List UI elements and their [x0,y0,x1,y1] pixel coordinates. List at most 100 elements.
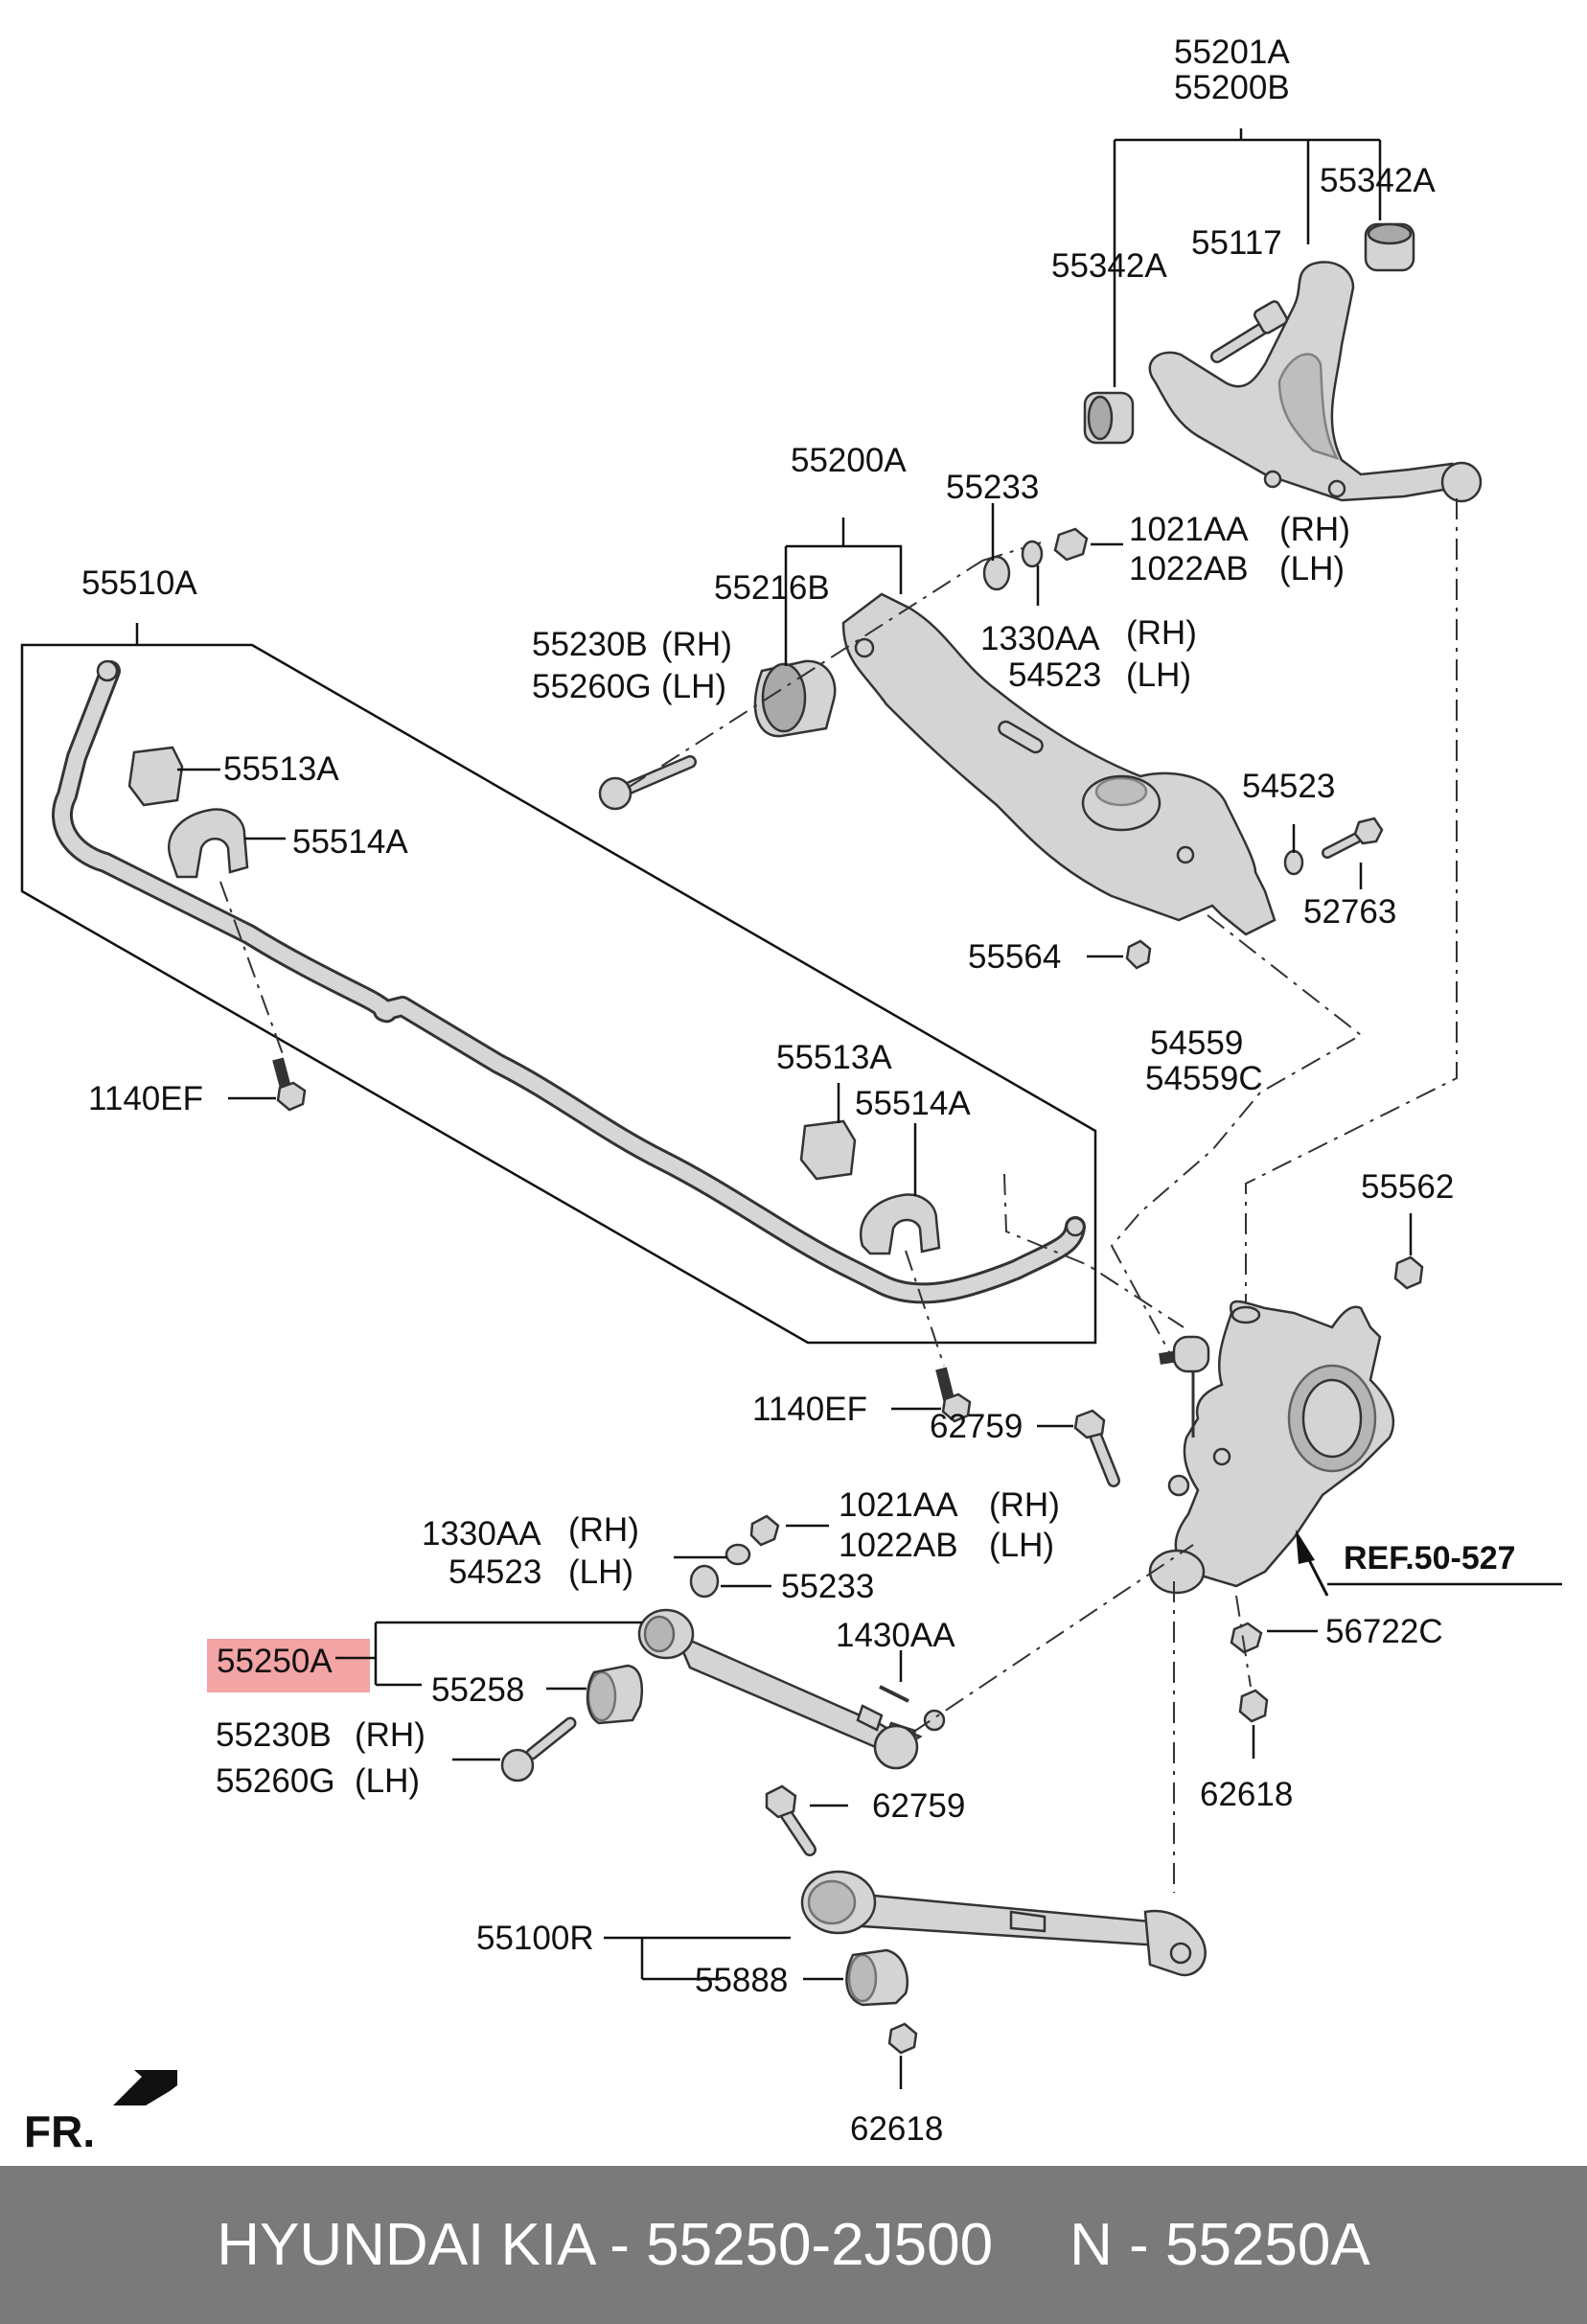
label-62618-a: 62618 [1200,1776,1293,1813]
label-rh-4: (RH) [989,1486,1060,1524]
pin-1430aa[interactable] [879,1685,909,1703]
nut-55564[interactable] [1125,939,1152,970]
label-55216b: 55216B [714,569,830,607]
label-ref: REF.50-527 [1344,1540,1516,1576]
target-highlight [207,1639,370,1692]
label-54523-side: 54523 [1242,768,1335,805]
label-1330aa-top: 1330AA [980,620,1100,657]
lower-arm-55200a[interactable] [841,592,1276,936]
label-lh-4: (LH) [989,1527,1054,1564]
bolt-62759-a[interactable] [1073,1409,1120,1487]
bolt-1140ef-b[interactable] [935,1367,972,1423]
label-55117: 55117 [1191,224,1282,262]
label-55258: 55258 [431,1671,524,1709]
label-1330aa-lower: 1330AA [422,1515,541,1553]
nut-62618-a[interactable] [1238,1689,1269,1723]
label-55510a: 55510A [81,564,197,602]
label-62759-b: 62759 [872,1787,965,1825]
label-52763: 52763 [1303,893,1396,931]
knuckle[interactable] [1148,1300,1395,1595]
parts-diagram: 55201A 55200B 55342A 55342A 55117 55200A… [20,34,1562,2156]
nut-55562[interactable] [1393,1255,1424,1290]
label-55514a-2: 55514A [855,1085,971,1122]
arm-55250a[interactable] [637,1608,946,1770]
nut-62618-b[interactable] [887,2022,918,2055]
nut-56722c[interactable] [1230,1622,1263,1654]
label-1022ab-lower: 1022AB [839,1527,958,1564]
label-55342a-left: 55342A [1051,247,1167,285]
washer-55233-lower[interactable] [689,1564,720,1599]
label-1021aa-lower: 1021AA [839,1486,958,1524]
upper-bushing-left[interactable] [1083,391,1135,445]
label-55230b-lower: 55230B [216,1716,332,1754]
label-55888: 55888 [695,1962,788,1999]
arrow-icon [113,2070,177,2105]
label-1430aa: 1430AA [836,1617,955,1654]
label-fr: FR. [24,2106,95,2156]
stabilizer-bar[interactable] [52,659,1086,1304]
upper-arm-assembly[interactable] [1148,261,1483,503]
label-54559c: 54559C [1145,1060,1263,1097]
footer-bar: HYUNDAI KIA - 55250-2J500 N - 55250A [0,2166,1587,2324]
label-lh-2: (LH) [1126,656,1191,694]
label-55564: 55564 [968,938,1061,976]
label-rh-6: (RH) [355,1716,426,1754]
bolt-1140ef-a[interactable] [272,1057,307,1112]
label-rh-5: (RH) [568,1511,639,1549]
label-lh-6: (LH) [355,1762,420,1800]
bolt-62759-b[interactable] [765,1784,816,1856]
ref-arrow [1296,1530,1329,1597]
stabilizer-clamp-2[interactable] [860,1193,941,1255]
upper-bushing-right[interactable] [1364,222,1415,272]
label-55513a-1: 55513A [223,750,339,788]
label-1021aa-top: 1021AA [1129,511,1249,548]
bushing-55258[interactable] [586,1664,644,1725]
label-55250a: 55250A [217,1643,333,1680]
label-lh-1: (LH) [1279,550,1345,587]
label-55233-lower: 55233 [781,1568,874,1605]
label-62618-b: 62618 [850,2110,943,2148]
label-54559: 54559 [1150,1024,1243,1062]
label-55514a-1: 55514A [292,823,408,861]
label-lh-5: (LH) [568,1553,633,1591]
label-55201a: 55201A [1174,34,1290,71]
washer-55233-top[interactable] [982,555,1011,591]
stabilizer-bracket-1[interactable] [127,746,184,807]
lower-arm-bolt[interactable] [598,755,697,811]
nut-1021aa-top[interactable] [1053,527,1089,562]
label-rh-3: (RH) [661,626,732,663]
knuckle-link[interactable] [1159,1335,1210,1438]
nut-1021aa-lower[interactable] [749,1514,780,1547]
label-1140ef-a: 1140EF [88,1080,203,1117]
upper-arm-bolt[interactable] [1210,300,1289,363]
label-55200b: 55200B [1174,69,1290,106]
arm-55100r[interactable] [800,1870,1207,1977]
washer-54523-side[interactable] [1283,849,1304,876]
bushing-55888[interactable] [845,1948,909,2007]
label-55100r: 55100R [476,1920,594,1957]
bolt-55230b-lower[interactable] [500,1716,577,1783]
label-55260g-top: 55260G [532,668,652,705]
label-1022ab-top: 1022AB [1129,550,1249,587]
label-55562: 55562 [1361,1168,1454,1206]
label-1140ef-b: 1140EF [752,1391,867,1428]
footer-part-number: HYUNDAI KIA - 55250-2J500 [217,2212,994,2278]
label-rh-1: (RH) [1279,511,1350,548]
label-rh-2: (RH) [1126,614,1197,652]
stabilizer-bracket-2[interactable] [799,1119,857,1181]
washer-1330aa-top[interactable] [1021,540,1044,568]
label-55233-top: 55233 [946,469,1039,506]
label-55342a-right: 55342A [1320,162,1436,199]
label-54523-lower: 54523 [448,1553,541,1591]
label-56722c: 56722C [1325,1613,1443,1650]
stabilizer-clamp-1[interactable] [168,808,249,879]
label-55200a: 55200A [791,442,907,479]
label-62759-a: 62759 [930,1408,1023,1445]
label-55230b-top: 55230B [532,626,648,663]
lower-arm-bushing-55216b[interactable] [753,659,837,738]
label-55513a-2: 55513A [776,1039,892,1076]
footer-diagram-number: N - 55250A [1070,2212,1370,2278]
bolt-52763[interactable] [1322,817,1384,859]
washer-1330aa-lower[interactable] [724,1543,751,1566]
label-54523-top: 54523 [1008,656,1101,694]
